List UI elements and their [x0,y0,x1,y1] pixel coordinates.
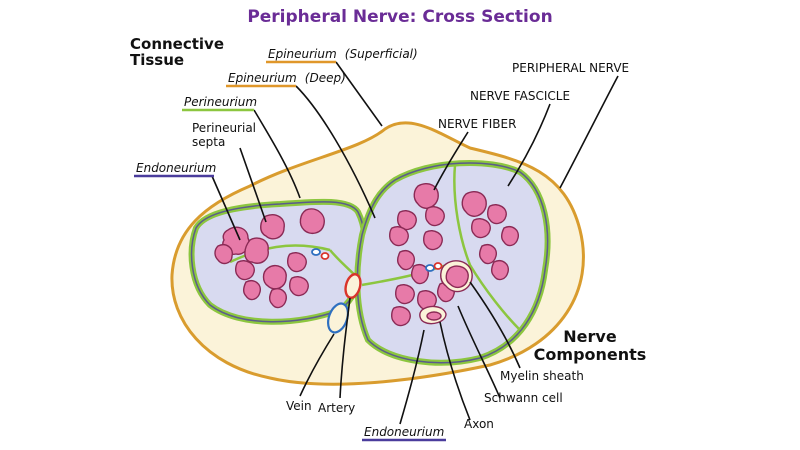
nerve-fiber [389,226,409,247]
endoneurium-bottom-label: Endoneurium [364,425,444,439]
vein-label: Vein [286,399,312,413]
nerve-fiber [214,244,233,265]
nerve-fiber [244,237,269,264]
nerve-fiber [287,252,307,273]
left-perineurial-septum [229,244,331,264]
perineurial-septa-label-line2: septa [192,135,225,149]
nerve-fiber [501,226,519,247]
right-fascicle-fibers [389,182,519,327]
small-artery [433,262,443,270]
connective-tissue-heading: Connective [130,35,224,53]
myelin-sheath-label: Myelin sheath [500,369,584,383]
nerve-fiber [479,244,497,265]
leader-lines [211,61,619,425]
labelled-nerve-fiber [440,260,473,293]
small-vessels [311,248,443,334]
epineurium-superficial-name: Epineurium [268,47,337,61]
nerve-fiber [425,206,445,227]
nerve-fiber [471,218,491,239]
epineurium-superficial-label: Epineurium (Superficial) [268,43,418,62]
right-perineurial-septum [453,164,521,331]
axon-label: Axon [464,417,494,431]
perineurial-septa-label: Perineurial [192,121,256,135]
epineurium-deep-label: Epineurium (Deep) [228,67,346,86]
nerve-fiber [395,284,415,305]
nerve-fiber [235,260,255,281]
epineurium-deep-qualifier: (Deep) [305,71,346,85]
peripheral-nerve-label: PERIPHERAL NERVE [512,61,629,75]
small-vein [425,264,435,272]
small-artery [320,252,330,260]
epineurium-deep-name: Epineurium [228,71,297,85]
nerve-fiber [411,264,429,285]
nerve-fiber [391,306,411,327]
nerve-fiber [423,230,443,251]
schwann-cell-label: Schwann cell [484,391,563,405]
nerve-fiber [243,280,261,301]
left-fascicle-fibers [214,208,325,309]
nerve-fiber [299,208,325,235]
small-vein [311,248,321,256]
perineurium-label: Perineurium [184,95,257,109]
nerve-fiber [487,204,507,225]
nerve-fiber [397,210,417,231]
nerve-fiber [269,288,287,309]
nerve-fiber [397,250,415,271]
nerve-fiber [289,276,309,297]
connective-tissue-heading-line2: Tissue [130,51,184,69]
fiber-with-axon [419,305,447,325]
endoneurium-left-label: Endoneurium [136,161,216,175]
epineurium-superficial-qualifier: (Superficial) [345,47,418,61]
diagram-title: Peripheral Nerve: Cross Section [247,7,552,27]
nerve-fiber [260,214,285,240]
nerve-fiber-label: NERVE FIBER [438,117,516,131]
nerve-fiber [262,264,287,290]
nerve-fascicle-label: NERVE FASCICLE [470,89,570,103]
nerve-components-heading-line2: Components [534,345,647,364]
artery-label: Artery [318,401,355,415]
nerve-components-heading: Nerve [563,327,617,346]
nerve-fiber [461,190,487,217]
nerve-fiber [491,260,509,281]
artery [344,273,362,299]
